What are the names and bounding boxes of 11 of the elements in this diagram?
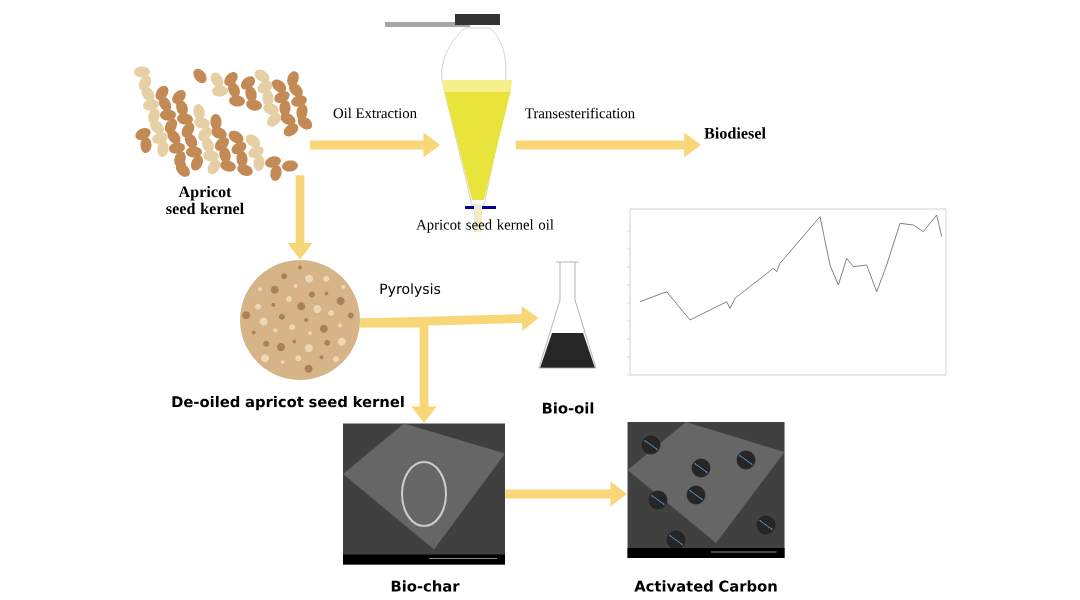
node-caption: Apricot seed kernel oil (416, 219, 554, 233)
node-caption: Bio-oil (542, 402, 594, 414)
edge-label: Oil Extraction (331, 106, 419, 120)
node-caption: De-oiled apricot seed kernel (172, 395, 404, 411)
edge-label: Pyrolysis (377, 281, 443, 299)
edge-label: Transesterification (523, 106, 637, 120)
node-caption: Activated Carbon (634, 580, 777, 592)
product-label: Biodiesel (704, 127, 766, 139)
spectrum-picture (626, 208, 947, 376)
node-caption: Apricot seed kernel (166, 185, 244, 215)
node-caption: Bio-char (391, 580, 460, 592)
